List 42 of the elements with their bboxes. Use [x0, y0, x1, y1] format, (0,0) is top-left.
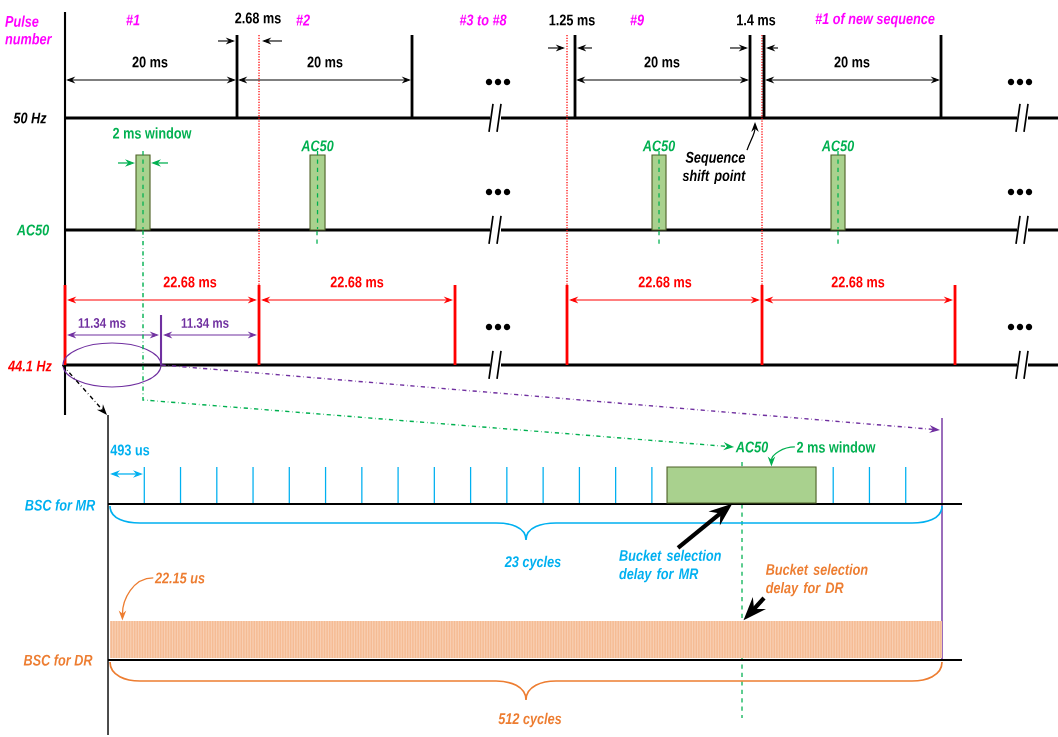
pulse-train	[110, 620, 942, 659]
pulse-window: AC50	[821, 140, 855, 231]
pulse-number-label: #3 to #8	[459, 14, 507, 26]
pulse-window: AC50	[642, 140, 676, 231]
annotation-text: Bucket selection delay for MR	[619, 549, 721, 583]
time-label: 20 ms	[307, 56, 343, 68]
time-label: 20 ms	[834, 56, 870, 68]
time-label: 22.68 ms	[330, 276, 384, 288]
pulse-number-label: #2	[296, 14, 310, 26]
cycle-count-label: 512 cycles	[498, 712, 562, 728]
time-label: 493 us	[110, 444, 150, 456]
leader-arrow	[61, 364, 107, 415]
pulse-number-label: #9	[630, 14, 644, 26]
time-label: 20 ms	[132, 56, 168, 68]
pulse-number-label: #1	[126, 14, 140, 26]
row-label: BSC for MR	[25, 499, 96, 511]
annotation-text: 22.15 us	[154, 572, 205, 584]
time-label: 11.34 ms	[181, 318, 229, 328]
annotation-text: Sequence shift point	[682, 151, 746, 185]
annotation-text: 2 ms window	[797, 441, 876, 453]
annotation-text: Bucket selection delay for DR	[765, 563, 868, 597]
node-label: AC50	[301, 140, 334, 152]
time-label: 20 ms	[644, 56, 680, 68]
time-label: 2.68 ms	[235, 12, 281, 24]
pulse-window	[666, 466, 817, 504]
pulse-number-label: #1 of new sequence	[815, 12, 935, 28]
pulse-window	[135, 150, 151, 231]
row-label: BSC for DR	[23, 654, 93, 666]
row-label: Pulse number	[5, 15, 53, 45]
time-label: 22.68 ms	[638, 276, 692, 288]
row-label: 44.1 Hz	[7, 360, 52, 372]
row-label: 50 Hz	[13, 112, 47, 124]
row-label: AC50	[16, 224, 50, 236]
time-label: 22.68 ms	[163, 276, 217, 288]
time-label: 22.68 ms	[831, 276, 885, 288]
zoom-ellipse	[62, 342, 162, 388]
time-label: 1.4 ms	[737, 14, 776, 26]
pulse-window: AC50	[301, 140, 334, 231]
node-label: AC50	[642, 140, 676, 152]
time-label: 1.25 ms	[549, 14, 595, 26]
annotation-text: AC50	[735, 441, 769, 453]
node-label: AC50	[821, 140, 855, 152]
